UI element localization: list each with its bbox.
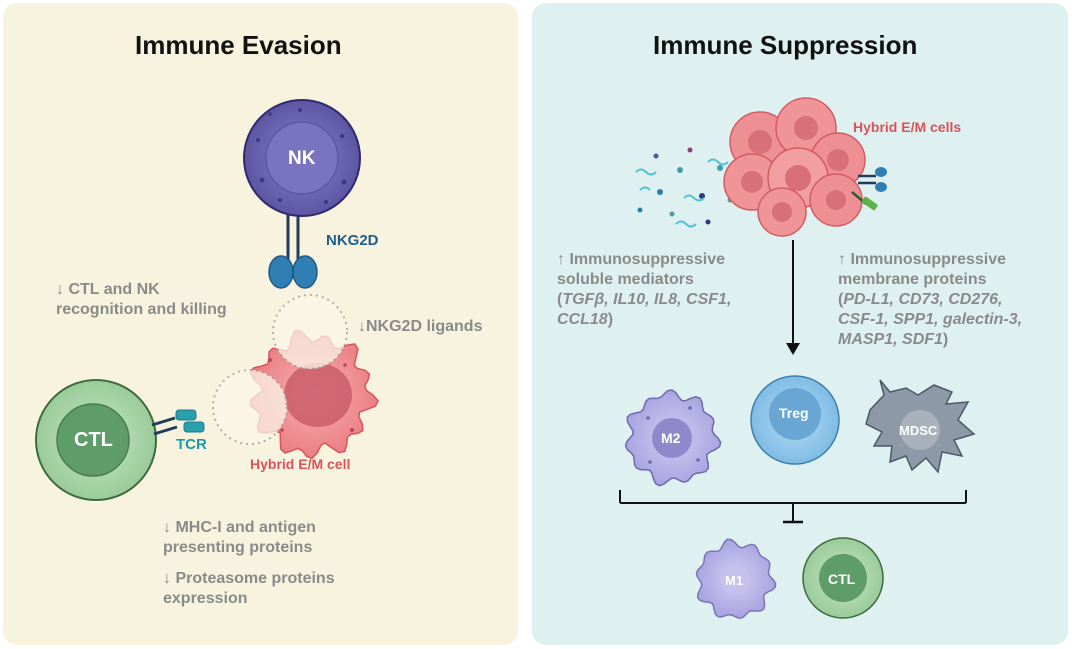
nkg2d-receptor xyxy=(268,208,318,289)
lost-nkg2d-ligand-circle xyxy=(272,294,348,370)
effect-proteasome-text: ↓ Proteasome proteins expression xyxy=(163,570,335,607)
tcr-label: TCR xyxy=(176,436,207,453)
m1-label: M1 xyxy=(725,573,744,588)
treg-cell xyxy=(750,375,840,465)
hybrid-em-cells-label: Hybrid E/M cells xyxy=(853,119,962,135)
hybrid-em-cell-label: Hybrid E/M cell xyxy=(250,456,351,472)
membrane-proteins-text: ↑ Immunosuppressive membrane proteins (P… xyxy=(838,251,1023,348)
soluble-mediators xyxy=(635,147,733,228)
soluble-mediators-text: ↑ Immunosuppressive soluble mediators (T… xyxy=(557,251,732,328)
ctl-label-left: CTL xyxy=(74,429,113,451)
inhibition-bracket xyxy=(619,490,967,524)
treg-label: Treg xyxy=(779,405,809,421)
effect-mhc-text: ↓ MHC-I and antigen presenting proteins xyxy=(163,519,316,556)
ctl-cell-right xyxy=(802,537,884,619)
m1-macrophage xyxy=(695,538,777,619)
effect-ligands-text: ↓NKG2D ligands xyxy=(358,318,483,335)
nk-label: NK xyxy=(288,148,316,169)
mdsc-label: MDSC xyxy=(899,423,938,438)
m2-label: M2 xyxy=(661,430,681,446)
mdsc-cell xyxy=(865,379,976,474)
lost-mhc-circle xyxy=(212,369,288,445)
immune-evasion-panel xyxy=(3,3,518,645)
hybrid-em-cell xyxy=(249,330,379,460)
immune-suppression-title: Immune Suppression xyxy=(653,30,918,60)
downward-arrow xyxy=(786,240,800,355)
tcr-receptor xyxy=(151,409,205,436)
ctl-label-right: CTL xyxy=(828,571,856,587)
m2-macrophage xyxy=(624,389,722,487)
nkg2d-label: NKG2D xyxy=(326,232,379,249)
hybrid-em-cell-cluster xyxy=(723,97,887,237)
nk-cell xyxy=(243,99,361,217)
effect-recognition-text: ↓ CTL and NK recognition and killing xyxy=(56,281,227,318)
ctl-cell-left xyxy=(35,379,157,501)
immune-evasion-title: Immune Evasion xyxy=(135,30,342,60)
